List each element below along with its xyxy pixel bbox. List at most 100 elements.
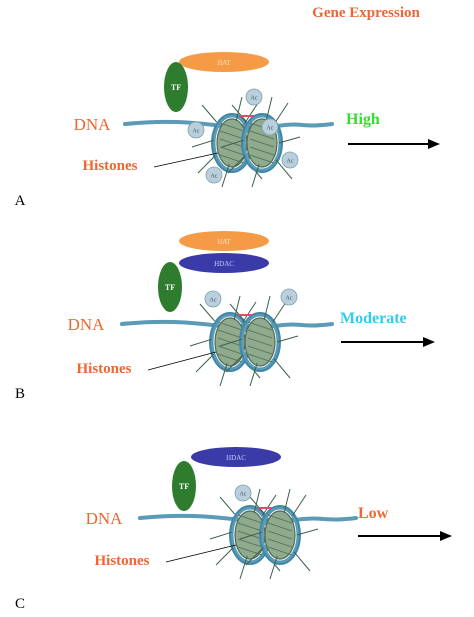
histones-label: Histones [94,553,149,569]
histone-texture [237,522,263,532]
acetyl-label: Ac [287,159,294,165]
enzyme-hdac [179,253,269,273]
acetyl-label: Ac [240,492,247,498]
histone-texture [247,353,273,363]
histone-tail [219,338,242,347]
histones-label: Histones [82,158,137,174]
histone-texture [237,530,263,540]
histone-texture [249,130,275,140]
tf-label: TF [165,283,175,292]
histone-tail [283,488,291,513]
histone-texture [237,514,263,524]
histone-tail [235,96,243,121]
acetyl-group [245,88,263,106]
dna-label: DNA [74,115,112,134]
dna-wrap-outer [239,312,281,372]
histone-texture [247,321,273,331]
histone-tail [269,555,278,580]
histone-tail [221,163,230,188]
histone-tail [227,155,246,174]
histone-texture [219,130,245,140]
histone-texture [217,321,243,331]
histone-tail [265,96,273,121]
acetyl-label: Ac [251,96,258,102]
dna-label: DNA [86,509,124,528]
histones-pointer [153,152,219,168]
acetyl-label: Ac [210,298,217,304]
expression-arrow-head [440,531,452,541]
histone-texture [247,345,273,355]
enzyme-label: HDAC [214,260,234,268]
histone-texture [249,154,275,164]
histone-tail [253,488,261,513]
histone-tail [197,155,216,174]
histone-texture [237,538,263,548]
histone-texture [217,353,243,363]
acetyl-label: Ac [211,174,218,180]
histone-tail [221,139,244,148]
dna-wrap-outer [259,505,301,565]
histone-tail [239,531,262,540]
acetyl-group [204,290,222,308]
histone-tail [276,335,299,343]
dna-wrap-outer [241,113,283,173]
transcription-factor [172,461,196,511]
expression-level-label: High [346,111,380,128]
histones-label: Histones [76,361,131,377]
histone-tail [275,159,293,180]
histone-texture [267,522,293,532]
acetyl-label: Ac [267,126,274,132]
enzyme-hdac [191,447,281,467]
acetyl-group [280,288,298,306]
acetyl-group [187,121,205,139]
histone-tail [189,338,212,347]
histone-tail [219,362,228,387]
histone-tail [263,295,271,320]
dna-label: DNA [68,315,106,334]
histone-texture [249,146,275,156]
histone-tail [191,139,214,148]
enzyme-hat [179,231,269,251]
histone-texture [267,530,293,540]
histone-texture [247,337,273,347]
histones-pointer [147,351,217,371]
histone-tail [215,547,234,566]
histone-texture [247,329,273,339]
enzyme-label: HAT [217,238,231,246]
histone-tail [225,354,244,373]
enzyme-label: HAT [217,59,231,67]
acetyl-group [205,166,223,184]
transcription-factor [164,62,188,112]
histone-tail [201,104,217,123]
histone-texture [267,514,293,524]
histone-texture [219,154,245,164]
histone-tail [278,136,301,144]
histone-texture [219,146,245,156]
histone-texture [249,138,275,148]
histone-texture [217,337,243,347]
histone-tail [292,494,307,516]
histone-texture [219,122,245,132]
histone-tail [274,102,289,124]
tf-label: TF [179,482,189,491]
enzyme-label: HDAC [226,454,246,462]
histone-tail [273,358,291,379]
histone-tail [195,354,214,373]
histone-tail [249,496,265,515]
histone-tail [272,301,287,323]
panel-letter: B [15,386,25,402]
gene-expression-title: Gene Expression [312,5,420,21]
histone-tail [296,528,319,536]
histone-tail [245,547,264,566]
histone-texture [219,138,245,148]
acetyl-label: Ac [193,129,200,135]
acetyl-group [261,118,279,136]
expression-level-label: Moderate [340,310,407,327]
expression-arrow-head [423,337,435,347]
acetyl-label: Ac [286,296,293,302]
panel-letter: A [15,193,26,209]
histone-tail [209,531,232,540]
